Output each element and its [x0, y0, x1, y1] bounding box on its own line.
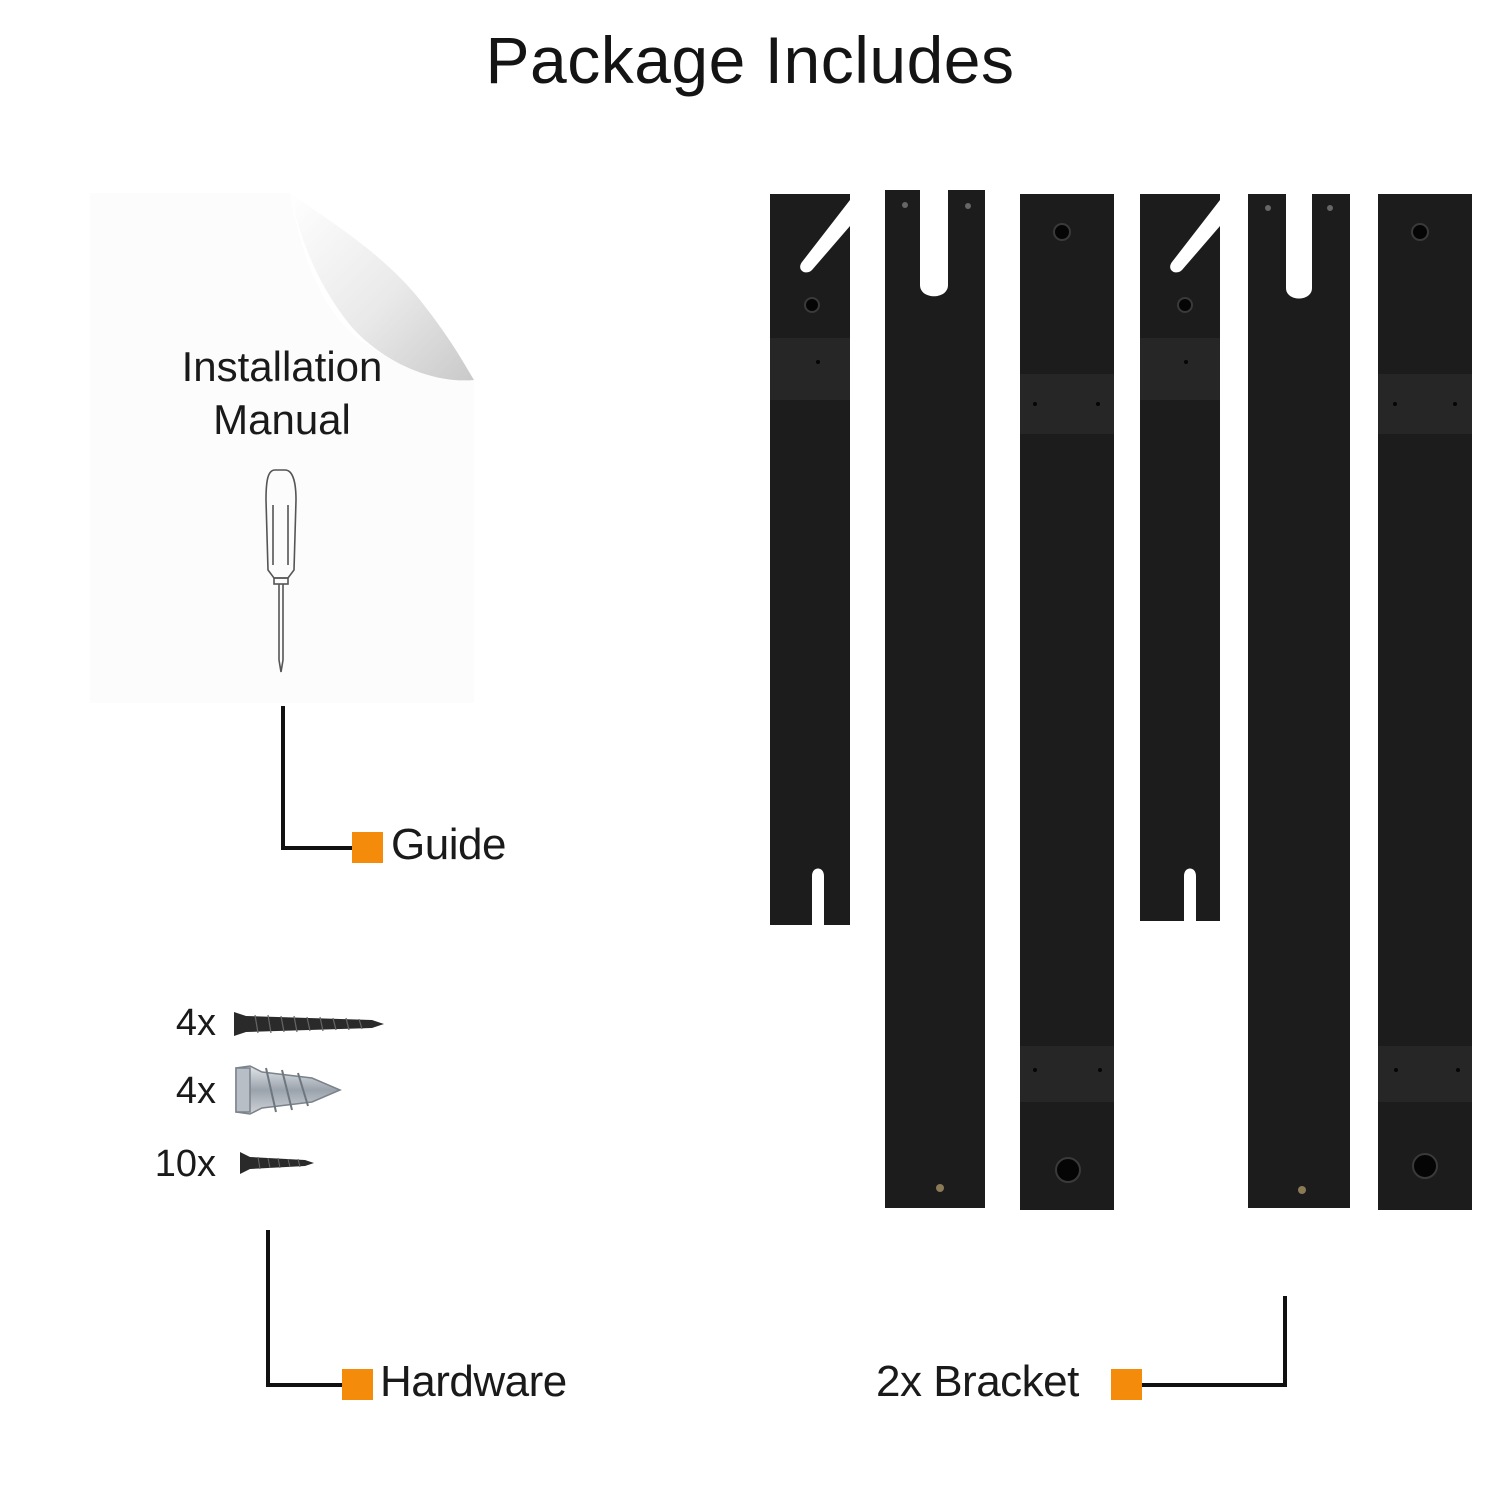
bracket-connector	[1142, 1296, 1287, 1387]
manual-title: Installation Manual	[181, 343, 383, 443]
bracket-label: 2x Bracket	[876, 1357, 1079, 1406]
bracket-long-arm-1	[885, 190, 985, 1208]
drywall-anchor-icon	[235, 1065, 342, 1115]
bracket-short-arm-1	[770, 194, 850, 925]
bracket-long-arm-2	[1248, 194, 1350, 1208]
wood-screw-quantity: 4x	[175, 1002, 216, 1044]
page-curl	[290, 193, 474, 381]
hardware-label: Hardware	[380, 1357, 567, 1406]
guide-label: Guide	[391, 820, 506, 869]
guide-connector	[281, 706, 352, 850]
small-screw-icon	[240, 1152, 314, 1174]
bracket-back-rail-2	[1378, 194, 1472, 1210]
bracket-back-rail-1	[1020, 194, 1114, 1210]
hardware-marker	[342, 1369, 373, 1400]
hardware-connector	[266, 1230, 342, 1387]
drywall-anchor-quantity: 4x	[175, 1070, 216, 1112]
wood-screw-icon	[234, 1012, 384, 1036]
screwdriver-icon	[265, 469, 297, 673]
page-title: Package Includes	[485, 23, 1015, 97]
bracket-short-arm-2	[1140, 194, 1220, 921]
guide-marker	[352, 832, 383, 863]
small-screw-quantity: 10x	[154, 1143, 216, 1185]
bracket-marker	[1111, 1369, 1142, 1400]
